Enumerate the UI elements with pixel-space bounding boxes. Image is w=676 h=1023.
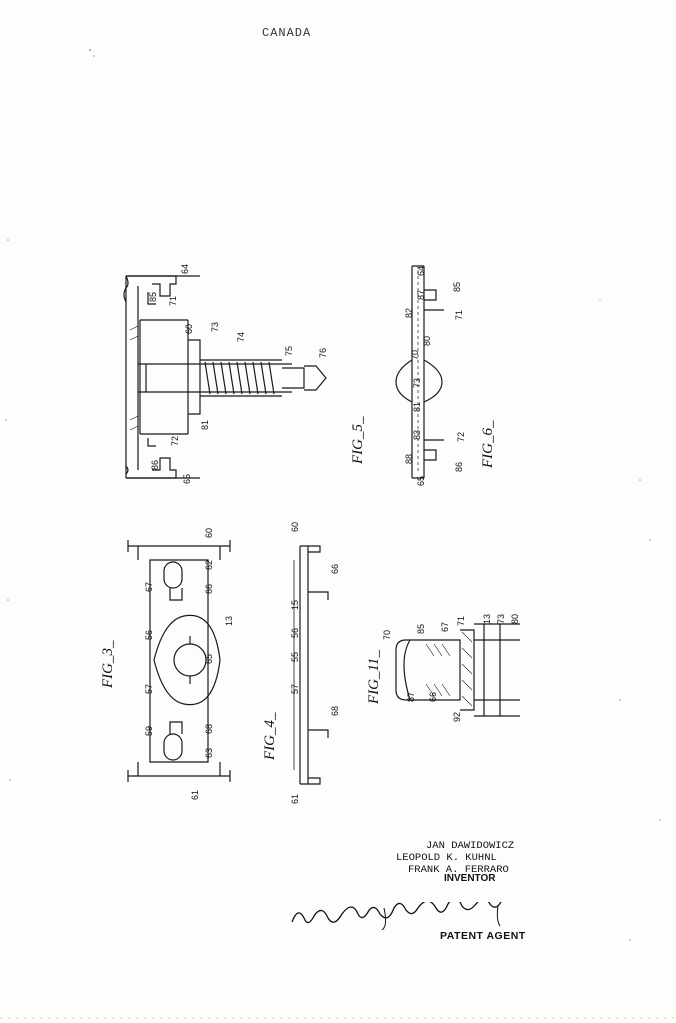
fig6-part-82: 82 — [404, 308, 414, 318]
fig11-part-66: 66 — [428, 692, 438, 702]
fig3-part-61: 61 — [190, 790, 200, 800]
figure-3-drawing — [127, 540, 231, 782]
fig5-part-74: 74 — [236, 332, 246, 342]
fig3-part-63: 63 — [204, 748, 214, 758]
fig11-part-13: 13 — [482, 614, 492, 624]
inventor-name-3: FRANK A. FERRARO — [408, 864, 509, 876]
inventor-label: INVENTOR — [444, 873, 496, 884]
figure-4-labels: 60 66 15 56 55 57 68 61 FIG_4_ — [262, 522, 340, 804]
fig5-part-76: 76 — [318, 348, 328, 358]
fig6-part-86: 86 — [454, 462, 464, 472]
fig11-part-73: 73 — [496, 614, 506, 624]
fig4-part-57: 57 — [290, 684, 300, 694]
fig5-part-65: 65 — [182, 474, 192, 484]
fig5-part-71: 71 — [168, 296, 178, 306]
fig6-part-64: 64 — [416, 266, 426, 276]
fig3-part-66: 66 — [204, 584, 214, 594]
fig3-part-65: 65 — [204, 654, 214, 664]
fig5-part-85: 85 — [148, 292, 158, 302]
figure-4-drawing — [293, 545, 329, 785]
fig4-caption: FIG_4_ — [262, 712, 278, 761]
fig5-part-86: 86 — [150, 460, 160, 470]
fig6-part-80: 80 — [422, 336, 432, 346]
figure-6-labels: 64 85 71 87 82 80 70 73 81 83 72 88 65 8… — [404, 266, 496, 486]
fig4-part-55: 55 — [290, 652, 300, 662]
fig11-part-85: 85 — [416, 624, 426, 634]
fig4-part-66: 66 — [330, 564, 340, 574]
fig3-part-60: 60 — [204, 528, 214, 538]
fig11-part-71: 71 — [456, 616, 466, 626]
agent-signature — [291, 902, 518, 930]
fig11-part-92: 92 — [452, 712, 462, 722]
fig6-part-81: 81 — [412, 402, 422, 412]
fig11-part-67: 67 — [440, 622, 450, 632]
fig5-part-75: 75 — [284, 346, 294, 356]
fig4-part-68: 68 — [330, 706, 340, 716]
patent-agent-label: PATENT AGENT — [440, 930, 526, 942]
fig4-part-61: 61 — [290, 794, 300, 804]
fig3-part-57: 57 — [144, 684, 154, 694]
fig6-part-85: 85 — [452, 282, 462, 292]
fig6-part-65: 65 — [416, 476, 426, 486]
fig3-part-67: 67 — [144, 582, 154, 592]
fig11-part-87: 87 — [406, 692, 416, 702]
fig6-part-73: 73 — [412, 378, 422, 388]
fig11-caption: FIG_11_ — [366, 650, 382, 705]
fig3-part-13: 13 — [224, 616, 234, 626]
fig5-part-60: 60 — [184, 324, 194, 334]
fig5-part-81: 81 — [200, 420, 210, 430]
figure-6-drawing — [395, 265, 444, 479]
fig4-part-56: 56 — [290, 628, 300, 638]
fig11-part-70: 70 — [382, 630, 392, 640]
inventor-block: JAN DAWIDOWICZ LEOPOLD K. KUHNL FRANK A.… — [396, 840, 556, 885]
figure-11-drawing — [395, 623, 520, 717]
fig6-part-72: 72 — [456, 432, 466, 442]
fig3-caption: FIG_3_ — [100, 640, 116, 689]
inventor-name-2: LEOPOLD K. KUHNL — [396, 852, 497, 864]
fig6-part-70: 70 — [410, 350, 420, 360]
fig6-part-71: 71 — [454, 310, 464, 320]
figure-11-labels: 70 85 67 71 13 73 80 87 66 92 FIG_11_ — [366, 614, 520, 722]
figure-5-labels: 64 65 85 71 60 73 74 75 76 72 81 86 FIG_… — [148, 264, 366, 484]
fig6-part-83: 83 — [412, 430, 422, 440]
inventor-name-1: JAN DAWIDOWICZ — [426, 840, 515, 852]
fig6-caption: FIG_6_ — [480, 420, 496, 469]
fig5-part-64: 64 — [180, 264, 190, 274]
figure-5-drawing — [123, 275, 327, 479]
fig5-caption: FIG_5_ — [350, 416, 366, 465]
country-header: CANADA — [262, 26, 312, 40]
fig6-part-87: 87 — [416, 290, 426, 300]
fig4-part-60: 60 — [290, 522, 300, 532]
fig4-part-15: 15 — [290, 600, 300, 610]
fig5-part-73: 73 — [210, 322, 220, 332]
fig3-part-62: 62 — [204, 560, 214, 570]
fig11-part-80: 80 — [510, 614, 520, 624]
fig3-part-68: 68 — [204, 724, 214, 734]
fig3-part-56: 56 — [144, 630, 154, 640]
fig5-part-72: 72 — [170, 436, 180, 446]
fig3-part-59: 59 — [144, 726, 154, 736]
figure-3-labels: 60 62 66 67 56 65 13 57 59 63 68 61 FIG_… — [100, 528, 234, 800]
fig6-part-88: 88 — [404, 454, 414, 464]
